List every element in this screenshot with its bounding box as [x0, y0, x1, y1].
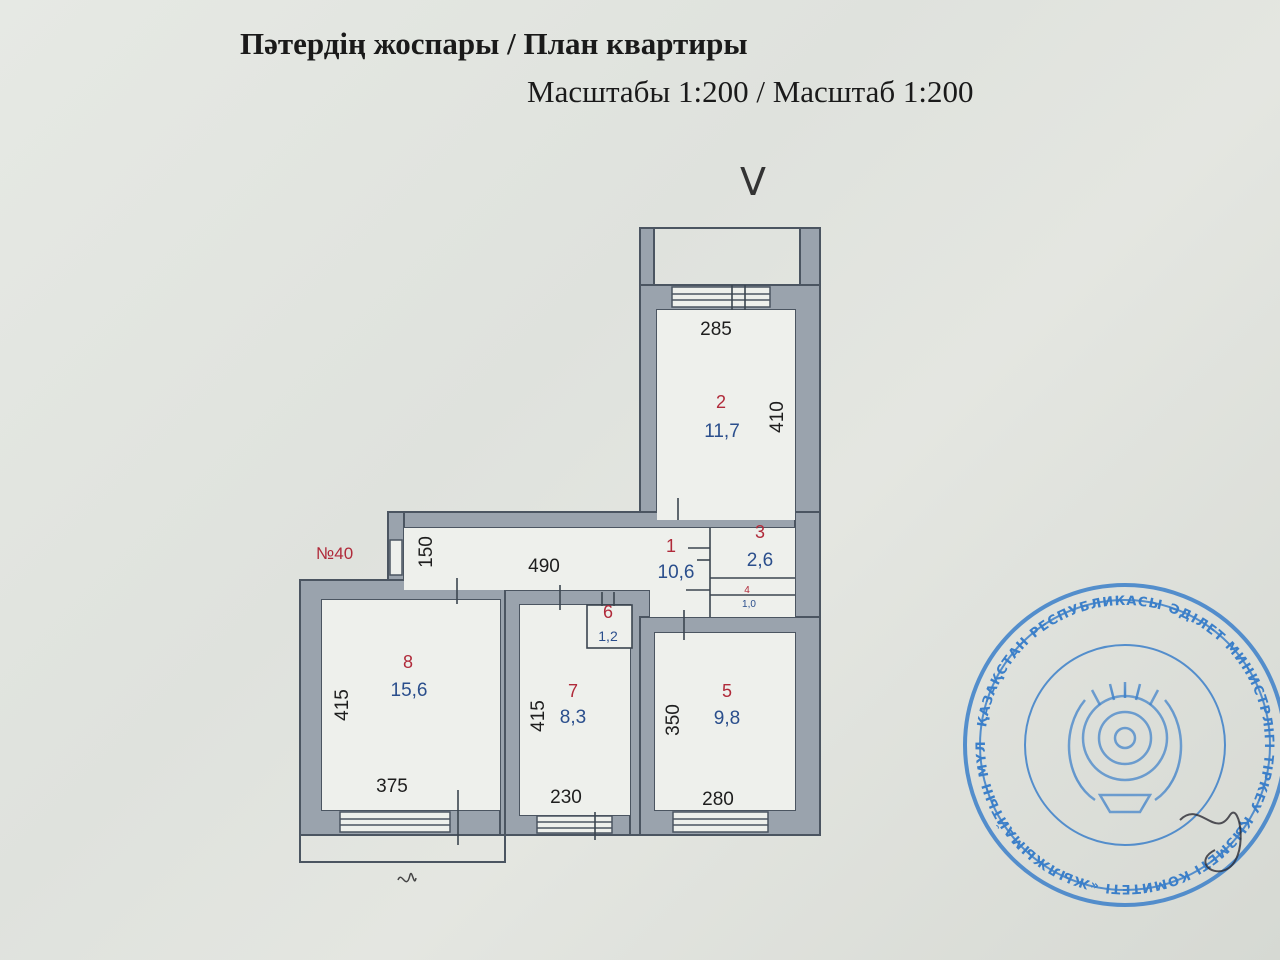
room-area-7: 8,3 [560, 707, 586, 728]
handwritten-mark: V [740, 160, 766, 204]
dim-room2-width: 285 [700, 319, 732, 340]
dim-corridor-length: 490 [528, 556, 560, 577]
room-number-4: 4 [744, 585, 750, 596]
window-room5 [672, 811, 769, 833]
window-room8 [339, 811, 451, 833]
balcony-bottom [299, 835, 506, 863]
room-number-1: 1 [666, 536, 676, 556]
partitions [456, 285, 795, 845]
apartment-number: №40 [316, 544, 353, 563]
handwritten-squiggle [397, 872, 417, 883]
balcony-top-left-post [639, 227, 655, 286]
dim-room2-length: 410 [767, 401, 788, 433]
room-area-6: 1,2 [598, 628, 618, 644]
document-scale: Масштабы 1:200 / Масштаб 1:200 [527, 74, 974, 109]
room-area-3: 2,6 [747, 550, 773, 571]
state-emblem-seal-icon [1067, 682, 1183, 814]
dimension-labels: 285 410 150 490 415 375 415 230 350 280 [332, 319, 788, 810]
window-room2 [671, 286, 771, 308]
dim-room8-length: 415 [332, 689, 353, 721]
dim-room8-width: 375 [376, 776, 408, 797]
dim-room7-length: 415 [528, 700, 549, 732]
room-area-8: 15,6 [391, 680, 428, 701]
dim-room7-width: 230 [550, 787, 582, 808]
room5-interior [655, 633, 795, 810]
room-area-5: 9,8 [714, 708, 740, 729]
room-area-4: 1,0 [742, 599, 756, 610]
window-room7 [536, 815, 613, 834]
dim-room5-length: 350 [663, 704, 684, 736]
room-labels: 2 11,7 1 10,6 3 2,6 4 1,0 6 1,2 8 15,6 7… [316, 392, 773, 729]
room8-interior [322, 600, 500, 810]
room-number-7: 7 [568, 681, 578, 701]
room2-interior [657, 310, 795, 520]
room-number-3: 3 [755, 522, 765, 542]
room-number-5: 5 [722, 681, 732, 701]
balcony-top [639, 227, 821, 285]
room-area-1: 10,6 [658, 562, 695, 583]
room6-box [586, 604, 633, 649]
stamp-signature [1179, 811, 1242, 873]
room-area-2: 11,7 [704, 421, 740, 442]
balconies [299, 227, 821, 863]
balcony-top-right-post [799, 227, 821, 286]
room-interiors [322, 310, 795, 815]
room-number-6: 6 [603, 602, 613, 622]
room-number-2: 2 [716, 392, 726, 412]
window-corridor [389, 539, 403, 576]
right-wall-lower [794, 511, 821, 618]
hall-interior [650, 528, 795, 617]
dim-room5-width: 280 [702, 789, 734, 810]
room-number-8: 8 [403, 652, 413, 672]
document-title: Пәтердің жоспары / План квартиры [240, 26, 748, 61]
dim-corridor-width: 150 [416, 536, 437, 568]
